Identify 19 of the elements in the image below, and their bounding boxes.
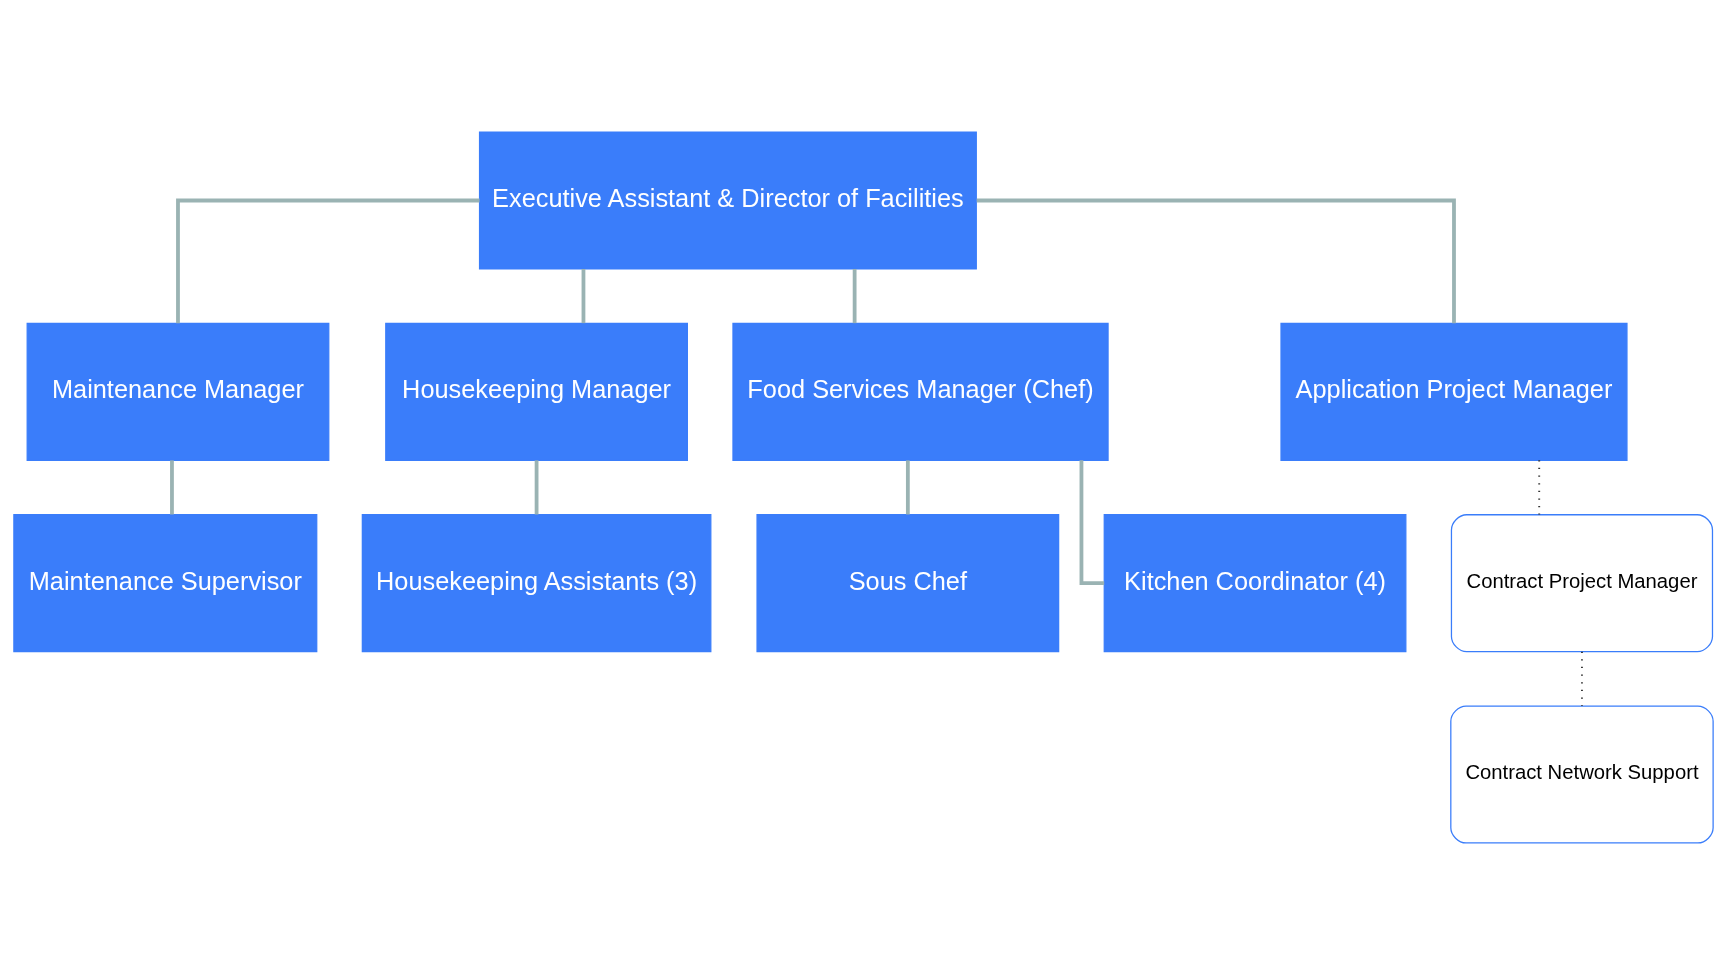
connector [1079,459,1105,585]
node-box: Maintenance Manager [26,322,330,461]
node-box: Application Project Manager [1280,322,1628,461]
node-box: Kitchen Coordinator (4) [1103,513,1407,652]
node-box: Housekeeping Assistants (3) [361,513,712,652]
node-box: Executive Assistant & Director of Facilities [478,130,977,270]
node-box: Maintenance Supervisor [13,513,318,652]
node-box: Contract Project Manager [1450,513,1714,652]
node-box: Contract Network Support [1450,704,1714,844]
connector [170,459,174,514]
connector [976,198,1456,323]
connector [176,198,480,323]
node-box: Food Services Manager (Chef) [732,322,1109,461]
node-box: Housekeeping Manager [385,322,688,461]
connector [534,459,539,514]
node-box: Sous Chef [756,513,1060,652]
connector [905,459,910,514]
connector [852,268,857,323]
connector [581,268,586,323]
